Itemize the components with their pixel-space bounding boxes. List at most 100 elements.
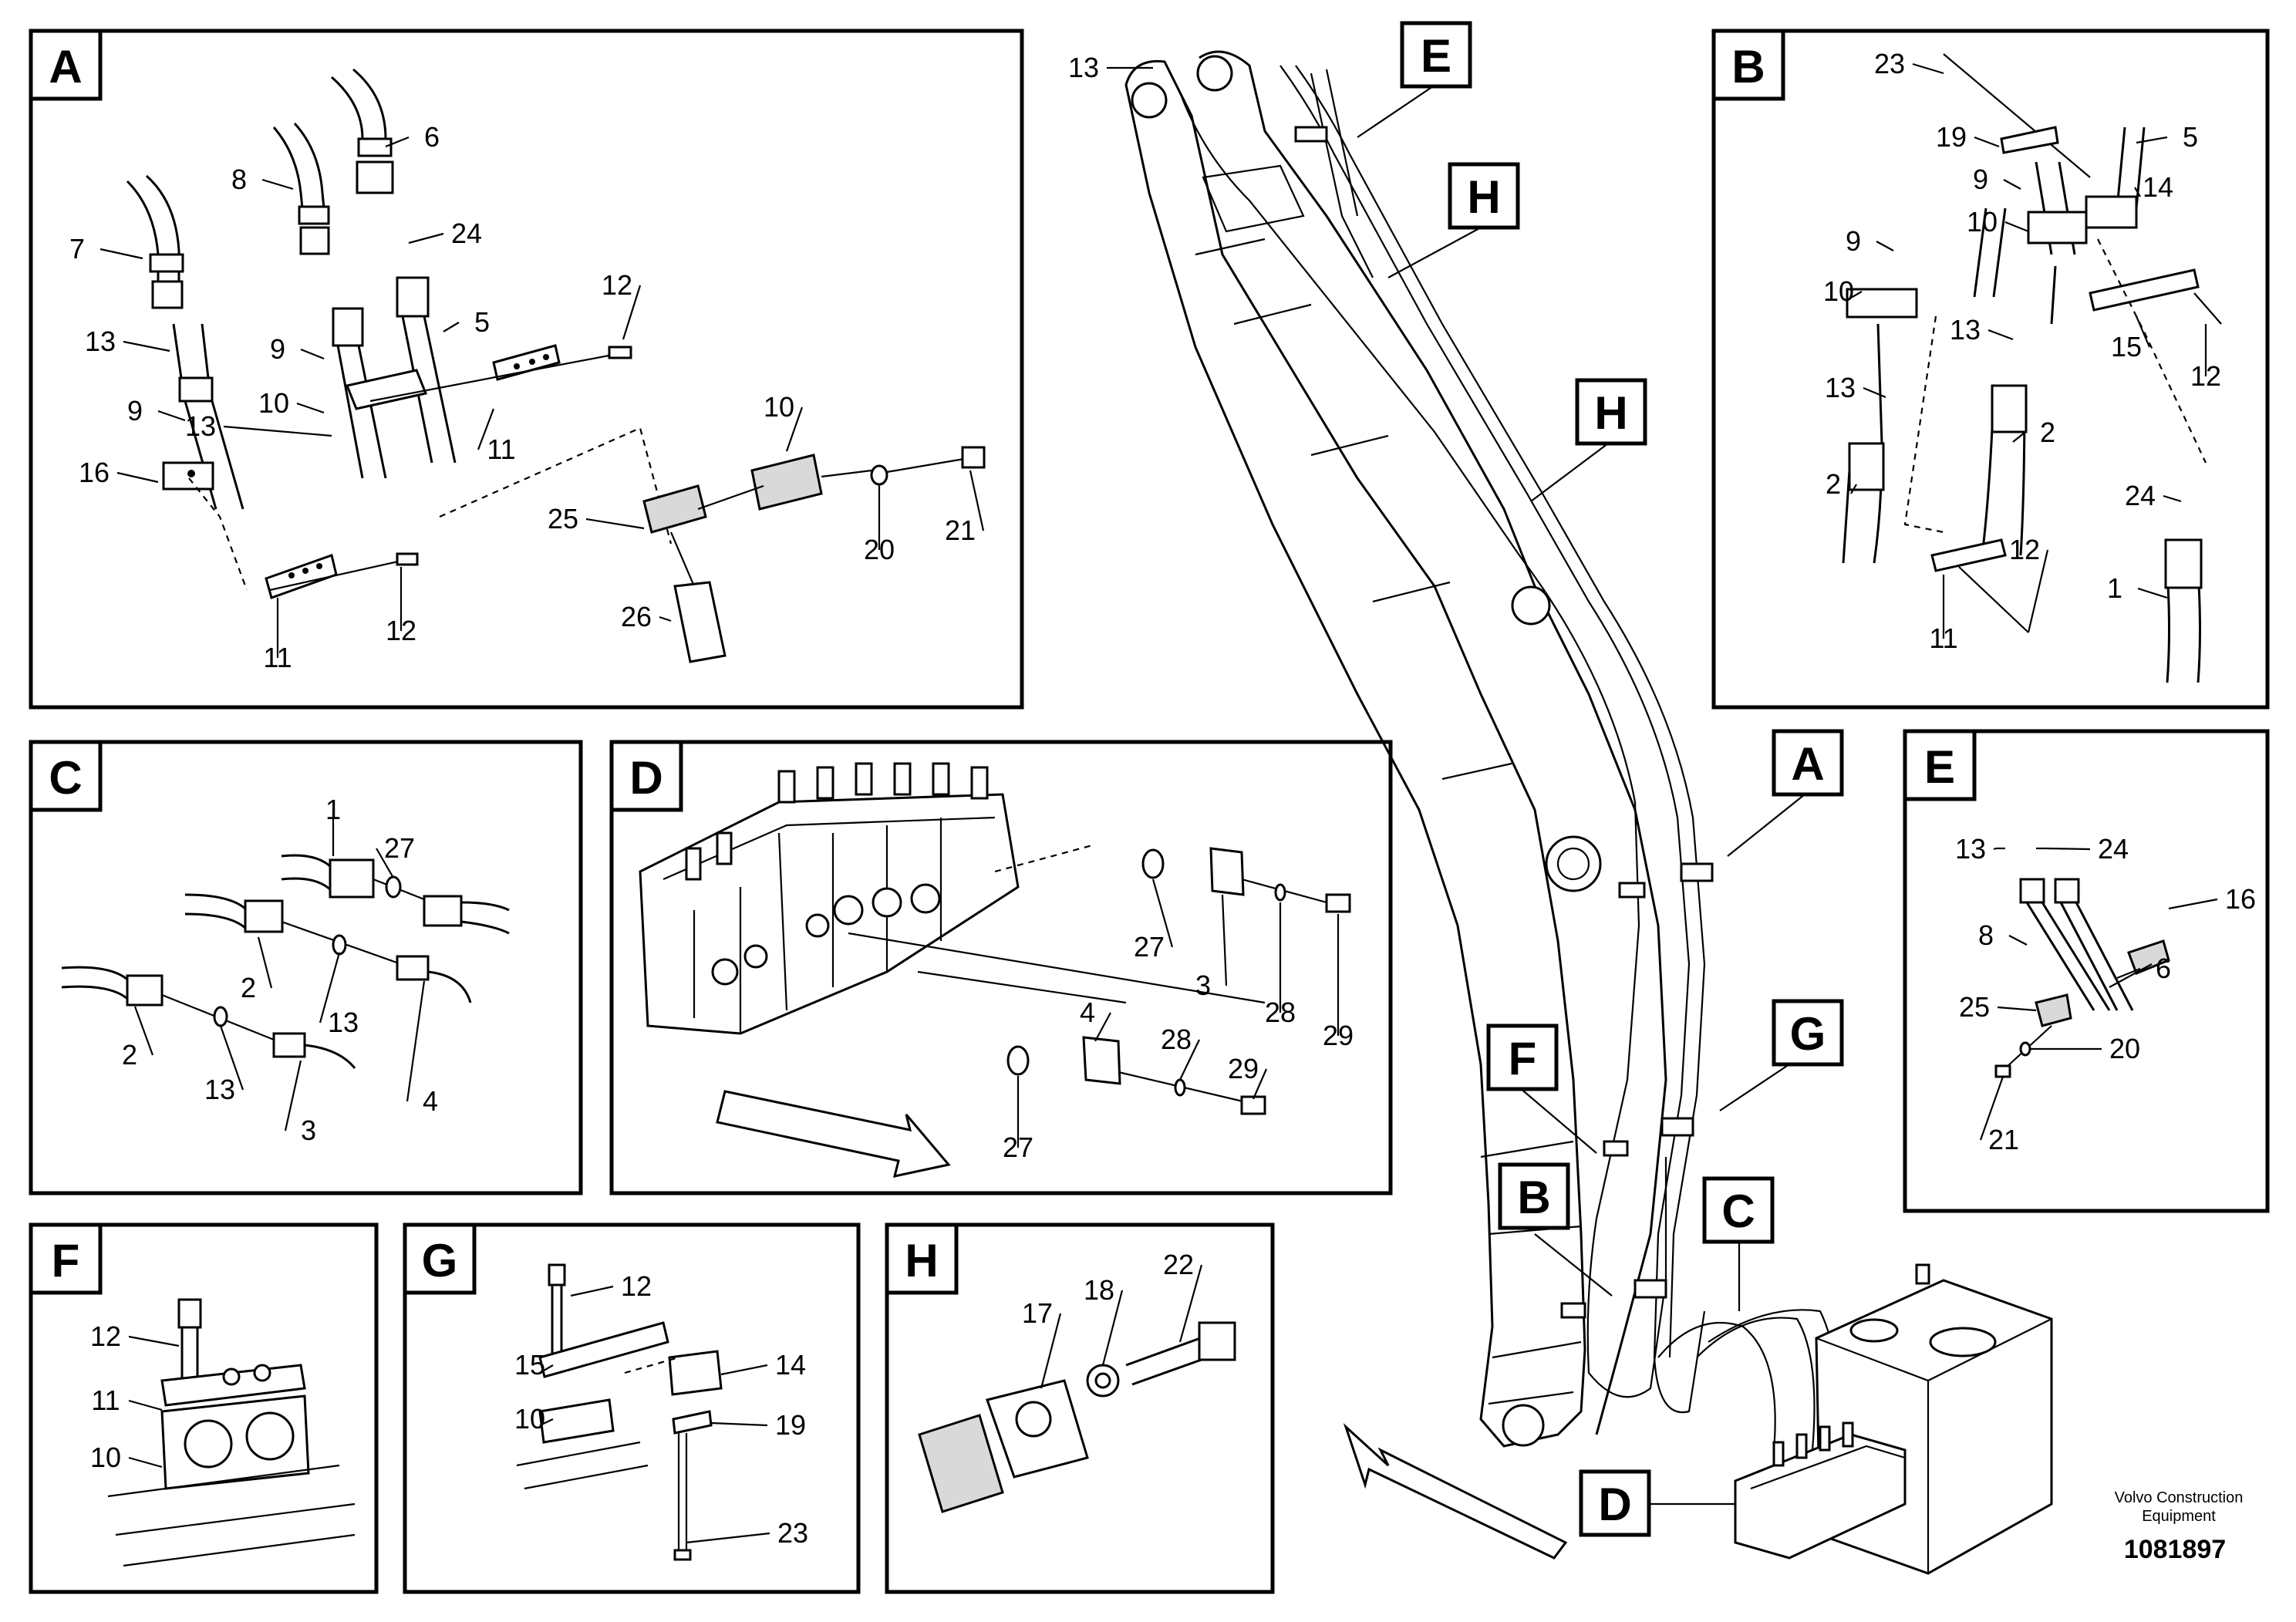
panel-a-tag: A (49, 41, 82, 93)
callout-c-0: 1 (325, 794, 341, 825)
callout-leader-a-3 (408, 232, 444, 244)
callout-leader-e-2 (2168, 898, 2218, 910)
callout-b-8: 13 (1950, 314, 1981, 346)
panel-a: A (29, 29, 1024, 710)
callout-leader-b-16 (2137, 587, 2168, 599)
overview-callout-13: 13 (1068, 52, 1099, 83)
callout-a-15: 20 (864, 534, 895, 565)
overview-tag-b: B (1498, 1162, 1613, 1297)
callout-leader-a-19 (659, 615, 672, 622)
callout-leader-d-0 (1151, 878, 1174, 948)
callout-leader-e-4 (2116, 967, 2141, 980)
callout-b-10: 12 (2190, 360, 2221, 392)
callout-leader-e-1 (2045, 847, 2091, 851)
callout-a-18: 11 (263, 642, 292, 673)
callout-a-2: 7 (69, 233, 85, 265)
callout-leader-d-6 (1252, 1068, 1268, 1100)
callout-f-1: 11 (91, 1384, 120, 1416)
panel-c: C (29, 740, 583, 1195)
callout-a-1: 8 (231, 164, 247, 195)
callout-leader-b-4 (2134, 187, 2141, 197)
panel-e-drawing (1994, 847, 2170, 1078)
callout-b-14: 24 (2125, 480, 2156, 511)
overview-tag-h-lower: H (1530, 378, 1647, 502)
callout-d-5: 28 (1161, 1023, 1192, 1055)
callout-g-2: 14 (775, 1349, 806, 1381)
callout-b-7: 10 (1823, 275, 1854, 307)
callout-leader-c-1 (376, 848, 394, 878)
callout-c-7: 3 (301, 1114, 316, 1146)
callout-leader-c-6 (219, 1025, 244, 1091)
callout-leader-b-12 (2012, 432, 2025, 443)
callout-leader-g-5 (686, 1532, 770, 1544)
callout-leader-b-6 (1876, 241, 1894, 251)
overview-tag-h-upper-label: H (1467, 171, 1500, 223)
footer: Volvo Construction Equipment 1081897 (2115, 1489, 2244, 1564)
overview-drawing (1107, 50, 2053, 1575)
callout-leader-h-1 (1101, 1290, 1124, 1366)
panel-f-tag: F (52, 1235, 80, 1286)
callout-leader-d-5 (1179, 1039, 1200, 1081)
overview-tags: E H H A G F B (1357, 21, 1844, 1537)
callout-leader-a-11 (477, 408, 495, 450)
callout-b-9: 15 (2111, 331, 2142, 363)
callout-b-5: 10 (1967, 206, 1998, 238)
callout-c-4: 4 (423, 1085, 438, 1117)
callout-leader-e-7 (1979, 1076, 2004, 1141)
callout-g-1: 15 (514, 1349, 545, 1381)
callout-d-0: 27 (1134, 931, 1165, 963)
callout-b-0: 23 (1874, 48, 1905, 79)
callout-leader-a-16 (969, 470, 985, 531)
callout-c-3: 13 (328, 1007, 359, 1038)
callout-b-3: 9 (1973, 164, 1988, 195)
callout-c-6: 13 (204, 1074, 235, 1105)
callout-d-6: 29 (1228, 1053, 1259, 1084)
callout-e-1: 24 (2098, 833, 2129, 865)
overview-tag-b-label: B (1517, 1172, 1550, 1223)
callout-leader-a-4 (123, 340, 170, 352)
callout-leader-f-1 (128, 1399, 163, 1411)
callout-b-6: 9 (1846, 225, 1861, 257)
overview-tag-c-label: C (1721, 1185, 1755, 1237)
callout-leader-a-12 (116, 471, 159, 484)
callout-leader-h-0 (1040, 1313, 1062, 1389)
panel-g: G (403, 1222, 861, 1594)
callout-leader-a-5 (443, 322, 460, 332)
callout-a-7: 9 (270, 333, 285, 365)
callout-leader-h-2 (1178, 1264, 1203, 1343)
brand-line-1: Volvo Construction (2115, 1489, 2244, 1506)
callout-d-7: 27 (1003, 1131, 1033, 1163)
overview-tag-d-label: D (1598, 1479, 1631, 1530)
callout-leader-b-8 (1988, 329, 2014, 341)
callout-a-5: 5 (474, 306, 490, 338)
overview-tag-a-label: A (1791, 738, 1824, 790)
callout-leader-b-5 (2004, 221, 2029, 233)
overview-tag-f: F (1486, 1023, 1597, 1154)
callout-leader-g-4 (710, 1421, 768, 1427)
callout-a-8: 13 (185, 410, 216, 442)
callout-b-2: 5 (2183, 121, 2198, 153)
callout-leader-a-1 (261, 178, 294, 191)
callout-a-10: 9 (127, 395, 143, 427)
panel-f-drawing (107, 1298, 356, 1567)
panel-h-tag: H (905, 1235, 938, 1286)
panel-f: F (29, 1222, 379, 1594)
callout-c-5: 2 (122, 1039, 137, 1071)
callout-d-4: 4 (1080, 996, 1095, 1028)
callout-leader-a-2 (99, 248, 143, 260)
callout-leader-b-7 (1845, 291, 1863, 302)
callout-b-15: 12 (2009, 534, 2040, 565)
brand-line-2: Equipment (2142, 1508, 2216, 1525)
panel-h: H (885, 1222, 1275, 1594)
callout-f-0: 12 (90, 1320, 121, 1352)
callout-a-0: 6 (424, 121, 440, 153)
panel-d-drawing (639, 762, 1351, 1178)
callout-a-9: 10 (258, 387, 289, 419)
callout-b-1: 19 (1936, 121, 1967, 153)
callout-leader-a-13 (785, 406, 804, 452)
callout-leader-e-3 (2008, 935, 2028, 946)
callout-e-2: 16 (2225, 883, 2256, 915)
callout-leader-b-2 (2136, 136, 2168, 144)
callout-leader-a-10 (157, 410, 186, 422)
callout-leader-g-1 (539, 1364, 554, 1374)
